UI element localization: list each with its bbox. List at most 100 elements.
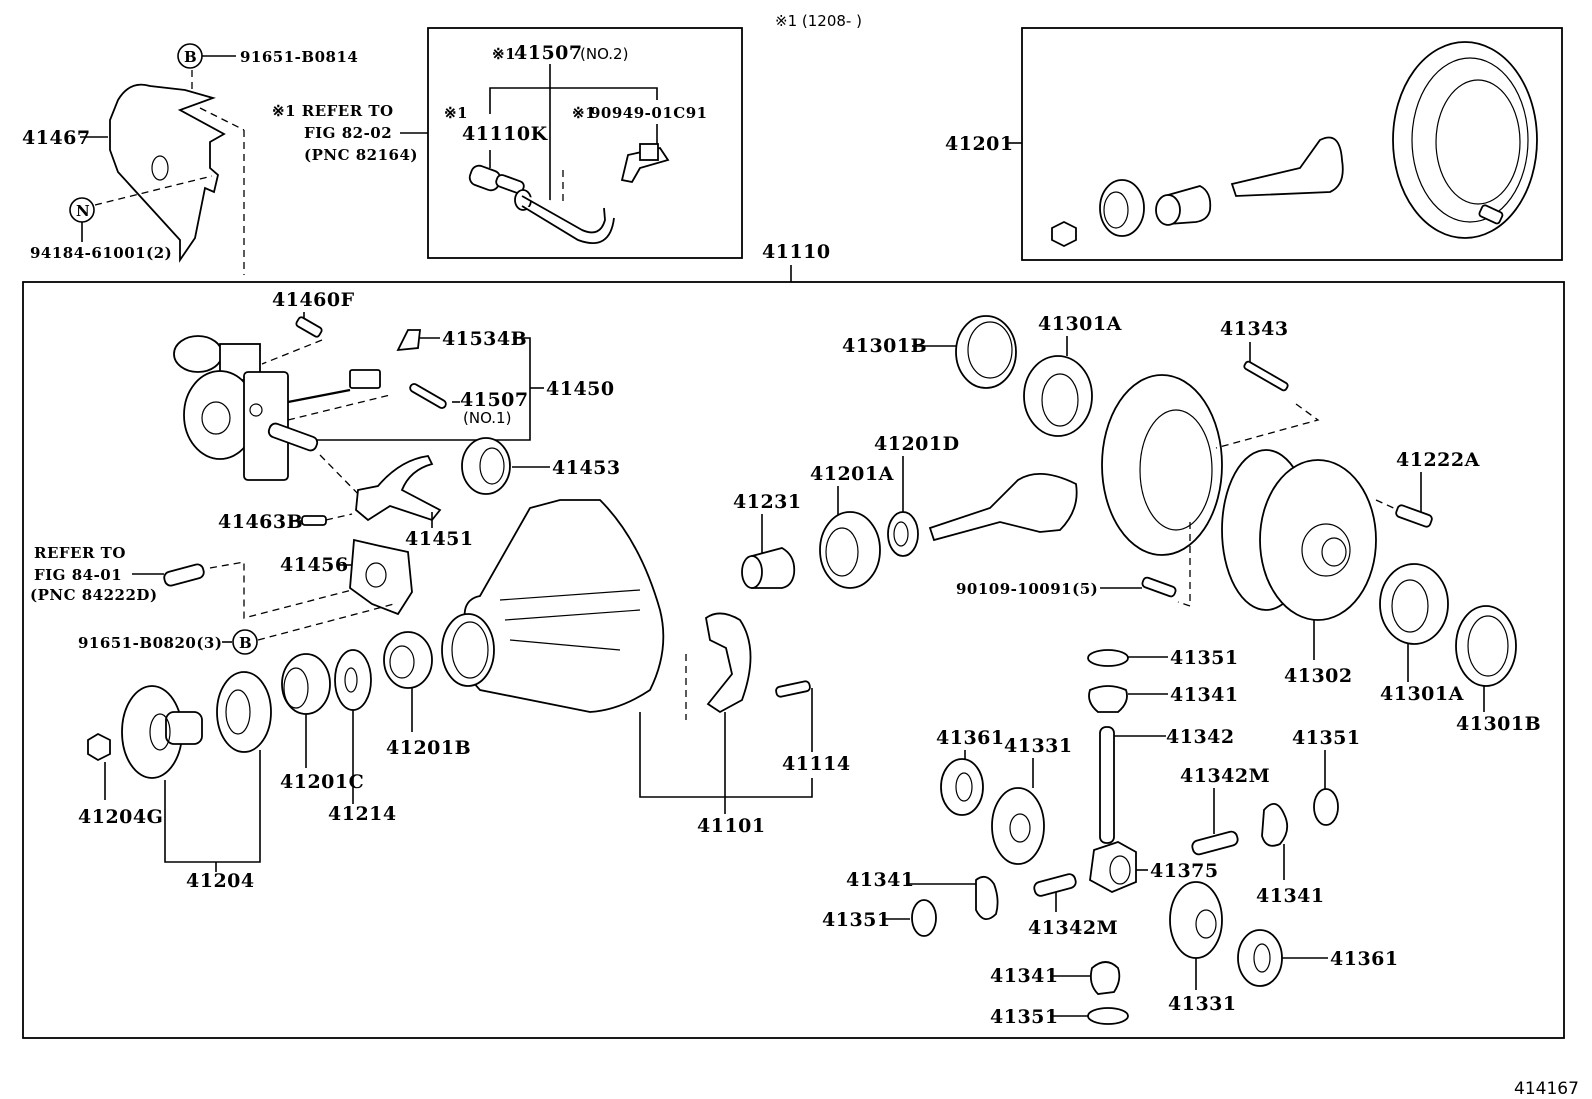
connector-90949-shape[interactable] bbox=[620, 143, 670, 184]
fork-41451-shape[interactable] bbox=[355, 455, 442, 522]
drive-pinion-shape[interactable] bbox=[928, 473, 1078, 542]
part-label-90109-10091[interactable]: 90109-10091(5) bbox=[956, 580, 1098, 598]
shim-41201d-shape[interactable] bbox=[887, 511, 919, 557]
part-label-41342m-a[interactable]: 41342M bbox=[1180, 765, 1270, 787]
spacer-41231-shape[interactable] bbox=[751, 547, 796, 589]
part-label-41201[interactable]: 41201 bbox=[945, 133, 1014, 155]
seal-41301b-right-shape[interactable] bbox=[1455, 605, 1517, 687]
part-label-41222a[interactable]: 41222A bbox=[1396, 449, 1480, 471]
part-label-41351-c[interactable]: 41351 bbox=[822, 909, 891, 931]
bolt-41460f-shape[interactable] bbox=[295, 316, 323, 338]
clip-41534b-shape[interactable] bbox=[396, 329, 422, 352]
part-label-41201c[interactable]: 41201C bbox=[280, 771, 364, 793]
shaft-41342m-b-shape[interactable] bbox=[1033, 873, 1077, 897]
part-label-41201d[interactable]: 41201D bbox=[874, 433, 960, 455]
washer-41214-shape[interactable] bbox=[334, 649, 372, 711]
washer-41361-a-shape[interactable] bbox=[940, 758, 984, 816]
washer-41351-d-shape[interactable] bbox=[1087, 1007, 1129, 1025]
pinion-41341-d-shape[interactable] bbox=[1089, 961, 1121, 995]
pinion-41341-b-shape[interactable] bbox=[1261, 803, 1289, 847]
part-label-41231[interactable]: 41231 bbox=[733, 491, 802, 513]
part-label-41214[interactable]: 41214 bbox=[328, 803, 397, 825]
pin-41507-shape[interactable] bbox=[409, 383, 448, 410]
part-label-41331-a[interactable]: 41331 bbox=[1004, 735, 1073, 757]
nut-41204g-shape[interactable] bbox=[87, 732, 111, 762]
ref-82-02-line2[interactable]: FIG 82-02 bbox=[304, 124, 392, 142]
part-label-94184-61001[interactable]: 94184-61001(2) bbox=[30, 244, 172, 262]
part-label-190949-01c91[interactable]: 90949-01C91 bbox=[590, 104, 708, 122]
ref-82-02-line1[interactable]: ※1 REFER TO bbox=[272, 102, 394, 120]
washer-41351-b-shape[interactable] bbox=[1313, 788, 1339, 826]
part-label-41361-b[interactable]: 41361 bbox=[1330, 948, 1399, 970]
sensor-41110k-shape[interactable] bbox=[467, 163, 615, 245]
part-label-41453[interactable]: 41453 bbox=[552, 457, 621, 479]
part-label-41114[interactable]: 41114 bbox=[782, 753, 851, 775]
part-label-41201b[interactable]: 41201B bbox=[386, 737, 471, 759]
sleeve-41453-shape[interactable] bbox=[461, 437, 511, 495]
part-label-91651-b0814[interactable]: 91651-B0814 bbox=[240, 48, 358, 66]
washer-41361-b-shape[interactable] bbox=[1237, 929, 1283, 987]
part-label-41351-d[interactable]: 41351 bbox=[990, 1006, 1059, 1028]
diff-case-41302-shape[interactable] bbox=[1259, 459, 1377, 621]
seal-41301b-top-shape[interactable] bbox=[955, 315, 1017, 389]
bearing-41201a-shape[interactable] bbox=[819, 511, 881, 589]
part-label-41301b-top[interactable]: 41301B bbox=[842, 335, 927, 357]
part-label-41351-a[interactable]: 41351 bbox=[1170, 647, 1239, 669]
part-label-41110[interactable]: 41110 bbox=[762, 241, 831, 263]
screw-41463b-shape[interactable] bbox=[301, 515, 327, 526]
washer-41351-a-shape[interactable] bbox=[1087, 649, 1129, 667]
part-label-41341-b[interactable]: 41341 bbox=[1256, 885, 1325, 907]
bolt-90109-shape[interactable] bbox=[1141, 576, 1177, 598]
part-label-41507-no1[interactable]: 41507 bbox=[460, 389, 529, 411]
ring-gear-shape[interactable] bbox=[1101, 374, 1223, 556]
part-label-41301a-top[interactable]: 41301A bbox=[1038, 313, 1122, 335]
part-label-41534b[interactable]: 41534B bbox=[442, 328, 527, 350]
part-label-41460f[interactable]: 41460F bbox=[272, 289, 355, 311]
bearing-41301a-top-shape[interactable] bbox=[1023, 355, 1093, 437]
oil-seal-41204-shape[interactable] bbox=[216, 671, 272, 753]
shaft-41342m-a-shape[interactable] bbox=[1191, 830, 1239, 856]
ref-84-01-line1[interactable]: REFER TO bbox=[34, 544, 126, 562]
sensor-84222d-shape[interactable] bbox=[163, 563, 205, 587]
part-label-41450[interactable]: 41450 bbox=[546, 378, 615, 400]
part-label-41302[interactable]: 41302 bbox=[1284, 665, 1353, 687]
part-label-41341-d[interactable]: 41341 bbox=[990, 965, 1059, 987]
part-label-41343[interactable]: 41343 bbox=[1220, 318, 1289, 340]
part-label-41342[interactable]: 41342 bbox=[1166, 726, 1235, 748]
part-label-41204[interactable]: 41204 bbox=[186, 870, 255, 892]
part-label-41341-a[interactable]: 41341 bbox=[1170, 684, 1239, 706]
part-label-41451[interactable]: 41451 bbox=[405, 528, 474, 550]
part-label-41456[interactable]: 41456 bbox=[280, 554, 349, 576]
part-label-41201a[interactable]: 41201A bbox=[810, 463, 894, 485]
ring-pinion-set-shape[interactable] bbox=[1051, 41, 1538, 248]
bolt-41114-shape[interactable] bbox=[775, 680, 811, 698]
pin-41343-shape[interactable] bbox=[1243, 360, 1289, 392]
bearing-41201b-shape[interactable] bbox=[383, 631, 433, 689]
housing-41101-shape[interactable] bbox=[463, 499, 665, 713]
pinion-41341-a-shape[interactable] bbox=[1088, 685, 1128, 713]
part-label-41375[interactable]: 41375 bbox=[1150, 860, 1219, 882]
ref-82-02-line3[interactable]: (PNC 82164) bbox=[304, 146, 418, 164]
part-label-41101[interactable]: 41101 bbox=[697, 815, 766, 837]
part-label-41507-no2[interactable]: 41507 bbox=[514, 42, 583, 64]
part-label-41463b[interactable]: 41463B bbox=[218, 511, 303, 533]
part-label-41341-c[interactable]: 41341 bbox=[846, 869, 915, 891]
pinion-41341-c-shape[interactable] bbox=[975, 875, 999, 920]
part-label-41110k[interactable]: 41110K bbox=[462, 123, 549, 145]
part-label-91651-b0820[interactable]: 91651-B0820(3) bbox=[78, 634, 222, 652]
shaft-41342-shape[interactable] bbox=[1099, 726, 1115, 844]
part-label-41301a-right[interactable]: 41301A bbox=[1380, 683, 1464, 705]
part-label-41361-a[interactable]: 41361 bbox=[936, 727, 1005, 749]
washer-41351-c-shape[interactable] bbox=[911, 899, 937, 937]
part-label-41351-b[interactable]: 41351 bbox=[1292, 727, 1361, 749]
part-label-41467[interactable]: 41467 bbox=[22, 127, 91, 149]
bolt-41222a-shape[interactable] bbox=[1395, 504, 1433, 528]
block-41375-shape[interactable] bbox=[1089, 841, 1137, 893]
bearing-cap-shape[interactable] bbox=[705, 612, 752, 714]
actuator-41450-shape[interactable] bbox=[173, 335, 381, 481]
plate-41456-shape[interactable] bbox=[349, 538, 413, 616]
part-label-41331-b[interactable]: 41331 bbox=[1168, 993, 1237, 1015]
ref-84-01-line3[interactable]: (PNC 84222D) bbox=[30, 586, 158, 604]
part-label-41204g[interactable]: 41204G bbox=[78, 806, 163, 828]
part-label-41301b-right[interactable]: 41301B bbox=[1456, 713, 1541, 735]
